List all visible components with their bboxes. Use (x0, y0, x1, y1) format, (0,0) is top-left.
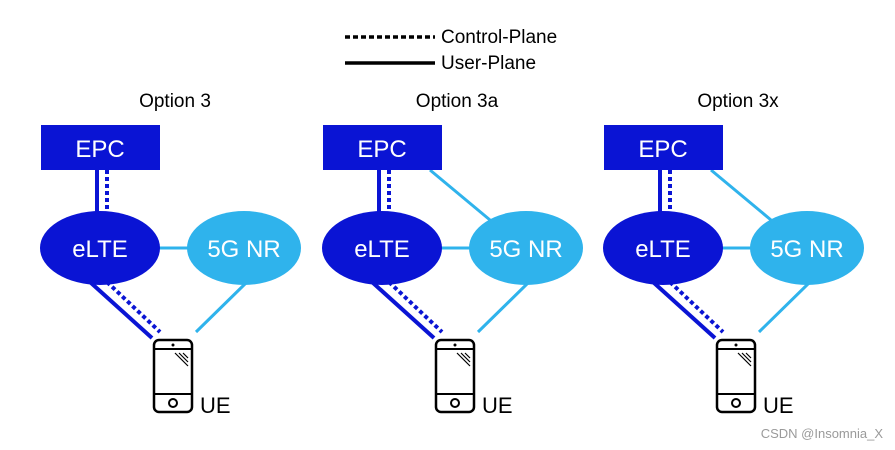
elte-label: eLTE (354, 236, 410, 263)
ue-label: UE (482, 393, 513, 418)
phone-icon (152, 338, 194, 414)
epc-box (323, 125, 442, 170)
nr-node (469, 211, 583, 285)
control-plane-link-elte-ue (668, 280, 725, 334)
phone-icon (715, 338, 757, 414)
elte-label: eLTE (72, 236, 128, 263)
option-3a-group: Option 3a EPC eLTE 5G NR UE (322, 91, 583, 418)
link-epc-nr (710, 168, 772, 222)
legend-user-plane-label: User-Plane (441, 53, 536, 74)
control-plane-link-elte-ue (387, 280, 444, 334)
user-plane-link-elte-ue (370, 280, 436, 340)
user-plane-link-elte-ue (651, 280, 717, 340)
option-title: Option 3a (416, 91, 499, 112)
link-epc-nr (429, 168, 491, 222)
nr-label: 5G NR (770, 236, 843, 263)
legend: Control-Plane User-Plane (345, 27, 557, 74)
nr-label: 5G NR (489, 236, 562, 263)
epc-box (41, 125, 160, 170)
elte-node (603, 211, 723, 285)
option-3x-group: Option 3x EPC eLTE 5G NR UE (603, 91, 864, 418)
control-plane-link-elte-ue (105, 280, 162, 334)
nr-node (750, 211, 864, 285)
nr-node (187, 211, 301, 285)
elte-label: eLTE (635, 236, 691, 263)
ue-label: UE (763, 393, 794, 418)
elte-node (322, 211, 442, 285)
option-title: Option 3 (139, 91, 211, 112)
epc-label: EPC (75, 136, 124, 163)
option-3-group: Option 3 EPC eLTE 5G NR UE (40, 91, 301, 418)
link-nr-ue (194, 280, 249, 334)
nr-label: 5G NR (207, 236, 280, 263)
link-nr-ue (476, 280, 531, 334)
user-plane-link-elte-ue (88, 280, 154, 340)
option-title: Option 3x (697, 91, 779, 112)
phone-icon (434, 338, 476, 414)
legend-control-plane-label: Control-Plane (441, 27, 557, 48)
ue-label: UE (200, 393, 231, 418)
epc-box (604, 125, 723, 170)
epc-label: EPC (357, 136, 406, 163)
link-nr-ue (757, 280, 812, 334)
elte-node (40, 211, 160, 285)
watermark-text: CSDN @Insomnia_X (761, 426, 884, 441)
epc-label: EPC (638, 136, 687, 163)
